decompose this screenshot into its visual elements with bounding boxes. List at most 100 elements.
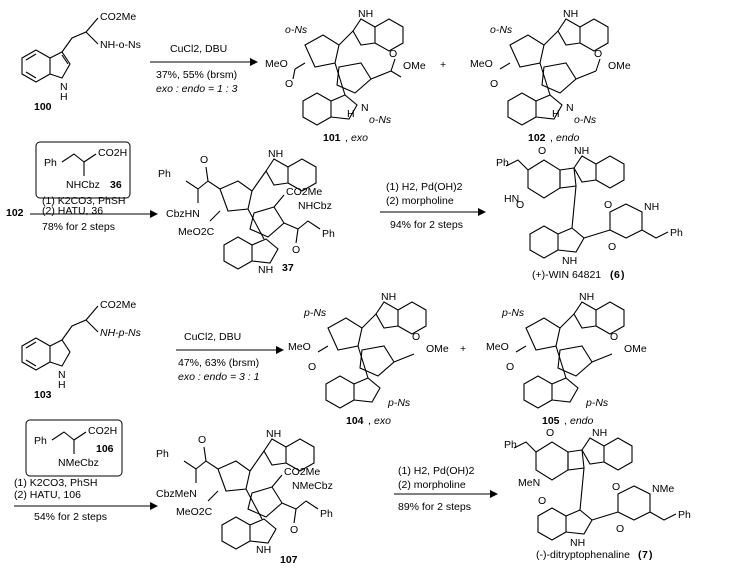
o-label-1: O	[490, 78, 498, 90]
reaction-arrow-5: (1) K2CO3, PhSH (2) HATU, 106 54% for 2 …	[14, 477, 158, 523]
o-label-2: O	[292, 244, 300, 256]
n-label: N	[361, 102, 369, 114]
label-sep: ,	[345, 132, 348, 144]
meo-label: MeO	[265, 58, 288, 70]
meo2c-label: MeO2C	[178, 226, 215, 238]
reaction-arrow-4: CuCl2, DBU 47%, 63% (brsm) exo : endo = …	[176, 331, 284, 383]
ester-label: CO2Me	[100, 299, 136, 311]
hn-label: HN	[504, 193, 519, 205]
co2me-label: CO2Me	[284, 466, 320, 478]
compound-number: 37	[282, 262, 294, 274]
conditions-line-3: 89% for 2 steps	[398, 501, 471, 513]
nsgroup-1: o-Ns	[490, 24, 513, 36]
conditions-line-1: (1) K2CO3, PhSH	[14, 477, 97, 489]
ome-label: OMe	[624, 343, 647, 355]
final-name: (+)-WIN 64821	[532, 269, 601, 281]
co2h-label: CO2H	[88, 425, 117, 437]
ph-label: Ph	[496, 157, 509, 169]
label-sep: ,	[564, 415, 567, 427]
nsgroup-2: p-Ns	[387, 397, 411, 409]
nsgroup-1: p-Ns	[303, 307, 327, 319]
conditions-line-2: (2) morpholine	[398, 479, 466, 491]
paren-open: (	[638, 549, 642, 561]
indole-n: N	[60, 81, 68, 93]
conditions-line-3: 54% for 2 steps	[34, 511, 107, 523]
ph-label: Ph	[158, 168, 171, 180]
o-label-2: O	[389, 48, 397, 60]
amine-label: NH-o-Ns	[100, 39, 141, 51]
o-label-1: O	[506, 361, 514, 373]
o-label-1: O	[198, 434, 206, 446]
ph-label: Ph	[504, 439, 517, 451]
nme-label: NMe	[652, 483, 674, 495]
nsgroup-2: o-Ns	[574, 114, 597, 126]
nh-label: NH	[644, 201, 659, 213]
nh-top: NH	[574, 145, 589, 157]
nmecbz-label: NMeCbz	[58, 457, 99, 469]
conditions-line-2: (2) HATU, 36	[42, 205, 103, 217]
ph-label-2: Ph	[678, 509, 691, 521]
ph-label: Ph	[44, 157, 57, 169]
paren-close: )	[621, 269, 625, 281]
reaction-arrow-1: CuCl2, DBU 37%, 55% (brsm) exo : endo = …	[150, 43, 258, 95]
nh-top: NH	[381, 291, 396, 303]
conditions-line-2: (2) morpholine	[386, 195, 454, 207]
paren-close: )	[649, 549, 653, 561]
o-label-1: O	[546, 427, 554, 439]
co2h-label: CO2H	[98, 147, 127, 159]
meo-label: MeO	[288, 341, 311, 353]
nh-bottom: NH	[256, 544, 271, 556]
conditions-line-1: CuCl2, DBU	[170, 43, 227, 55]
conditions-line-3: exo : endo = 1 : 3	[156, 83, 238, 95]
plus-sign: +	[440, 59, 446, 71]
o-label-2: O	[290, 524, 298, 536]
men-label: MeN	[518, 477, 540, 489]
cbzmen-label: CbzMeN	[156, 488, 197, 500]
compound-number: 102	[528, 132, 546, 144]
o-label-1: O	[308, 361, 316, 373]
reagent-number: 106	[96, 443, 114, 455]
paren-open: (	[610, 269, 614, 281]
compound-107: NH Ph CbzMeN MeO2C CO2Me NMeCbz Ph O O N…	[156, 428, 333, 566]
ester-label: CO2Me	[100, 11, 136, 23]
o-label-2: O	[594, 48, 602, 60]
compound-6: NH Ph O O O O NH HN Ph NH	[496, 145, 683, 267]
nsgroup-2: p-Ns	[585, 397, 609, 409]
nsgroup-1: o-Ns	[285, 24, 308, 36]
final-name: (-)-ditryptophenaline	[536, 549, 630, 561]
ome-label: OMe	[403, 60, 426, 72]
conditions-line-1: (1) H2, Pd(OH)2	[386, 181, 463, 193]
reaction-arrow-6: (1) H2, Pd(OH)2 (2) morpholine 89% for 2…	[394, 465, 498, 513]
o-label-1: O	[285, 78, 293, 90]
compound-number: 101	[323, 132, 341, 144]
o-label-2: O	[610, 331, 618, 343]
o-label-2: O	[412, 331, 420, 343]
reagent-number: 36	[110, 179, 122, 191]
conditions-line-2: 47%, 63% (brsm)	[178, 357, 259, 369]
o-label-3: O	[604, 199, 612, 211]
nsgroup-1: p-Ns	[501, 307, 525, 319]
compound-105: NH p-Ns MeO O O OMe p-Ns 105 , endo	[486, 291, 647, 427]
ome-label: OMe	[426, 343, 449, 355]
meo-label: MeO	[486, 341, 509, 353]
h-label: H	[552, 108, 560, 120]
nh-bottom: NH	[562, 255, 577, 267]
meo-label: MeO	[470, 58, 493, 70]
compound-number: 107	[280, 554, 298, 566]
reagent-box-36: Ph CO2H NHCbz 36	[35, 141, 131, 199]
ph-label-2: Ph	[670, 227, 683, 239]
o-label-1: O	[538, 145, 546, 157]
stereo-label: endo	[570, 415, 594, 427]
compound-103: CO2Me NH-p-Ns N H 103	[21, 299, 142, 401]
ph-label: Ph	[156, 448, 169, 460]
o-label-2: O	[538, 495, 546, 507]
final-number: 7	[642, 549, 648, 561]
label-sep: ,	[368, 415, 371, 427]
stereo-label: exo	[374, 415, 391, 427]
nh-bottom: NH	[258, 264, 273, 276]
ph-label-2: Ph	[320, 508, 333, 520]
conditions-line-1: CuCl2, DBU	[184, 331, 241, 343]
meo2c-label: MeO2C	[176, 506, 213, 518]
